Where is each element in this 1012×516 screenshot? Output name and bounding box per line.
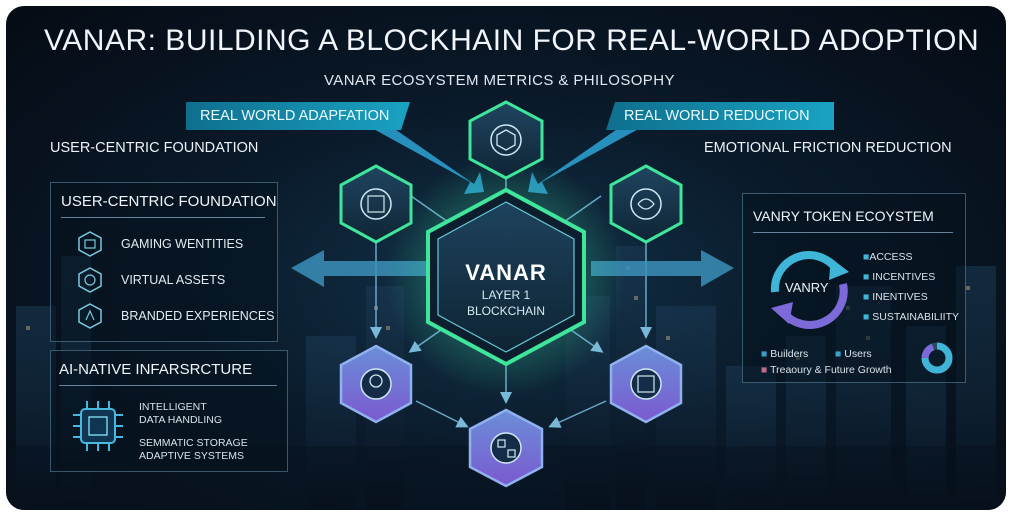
gaming-icon — [77, 231, 103, 257]
token-panel-title: VANRY TOKEN ECOYSTEM — [753, 208, 934, 224]
banner-real-world-adaptation: REAL WORLD ADAPFATION — [186, 102, 410, 130]
page-title: VANAR: BUILDING A BLOCKHAIN FOR REAL-WOR… — [44, 24, 979, 58]
token-list-item: ■ INENTIVES — [863, 291, 928, 303]
token-ecosystem-panel: VANRY TOKEN ECOYSTEM VANRY ■ACCESS ■ INC… — [742, 193, 966, 383]
hex-node-upper-right — [611, 166, 681, 242]
page-subtitle: VANAR ECOSYSTEM METRICS & PHILOSOPHY — [324, 72, 675, 89]
brand-icon — [77, 303, 103, 329]
donut-chart-icon — [919, 340, 955, 376]
ai-line-1: INTELLIGENT — [139, 401, 207, 413]
hub-name: VANAR — [446, 260, 566, 286]
hex-node-bottom — [470, 410, 542, 486]
hub-line-1: LAYER 1 — [446, 288, 566, 302]
ai-line-3: SEMMATIC STORAGE — [139, 437, 248, 449]
asset-icon — [77, 267, 103, 293]
banner-real-world-reduction: REAL WORLD REDUCTION — [606, 102, 834, 130]
token-list-item: ■ SUSTAINABILIITY — [863, 311, 959, 323]
hex-node-lower-right — [611, 346, 681, 422]
ai-line-2: DATA HANDLING — [139, 414, 222, 426]
ai-native-panel: AI-NATIVE INFARSRCTURE INTELLIGENT DATA … — [50, 350, 288, 472]
user-item-assets: VIRTUAL ASSETS — [121, 273, 225, 287]
infographic-card: VANAR: BUILDING A BLOCKHAIN FOR REAL-WOR… — [6, 6, 1006, 510]
token-list-item: ■ INCENTIVES — [863, 271, 935, 283]
hex-node-lower-left — [341, 346, 411, 422]
token-cycle-label: VANRY — [785, 280, 829, 295]
label-emotional-friction: EMOTIONAL FRICTION REDUCTION — [704, 140, 952, 156]
legend-users: ■ Users — [835, 348, 872, 360]
chip-icon — [69, 397, 127, 455]
ai-line-4: ADAPTIVE SYSTEMS — [139, 450, 244, 462]
divider — [61, 217, 265, 218]
divider — [59, 385, 277, 386]
divider — [753, 232, 953, 233]
user-panel-title: USER-CENTRIC FOUNDATION — [61, 193, 277, 210]
ai-panel-title: AI-NATIVE INFARSRCTURE — [59, 361, 252, 378]
legend-builders: ■ Builders — [761, 348, 808, 360]
legend-treasury: ■ Treaoury & Future Growth — [761, 364, 892, 376]
user-item-brand: BRANDED EXPERIENCES — [121, 309, 275, 323]
label-user-centric: USER-CENTRIC FOUNDATION — [50, 140, 258, 156]
user-centric-panel: USER-CENTRIC FOUNDATION GAMING WENTITIES… — [50, 182, 278, 342]
token-list-item: ■ACCESS — [863, 251, 913, 263]
hub-line-2: BLOCKCHAIN — [446, 304, 566, 318]
user-item-gaming: GAMING WENTITIES — [121, 237, 243, 251]
